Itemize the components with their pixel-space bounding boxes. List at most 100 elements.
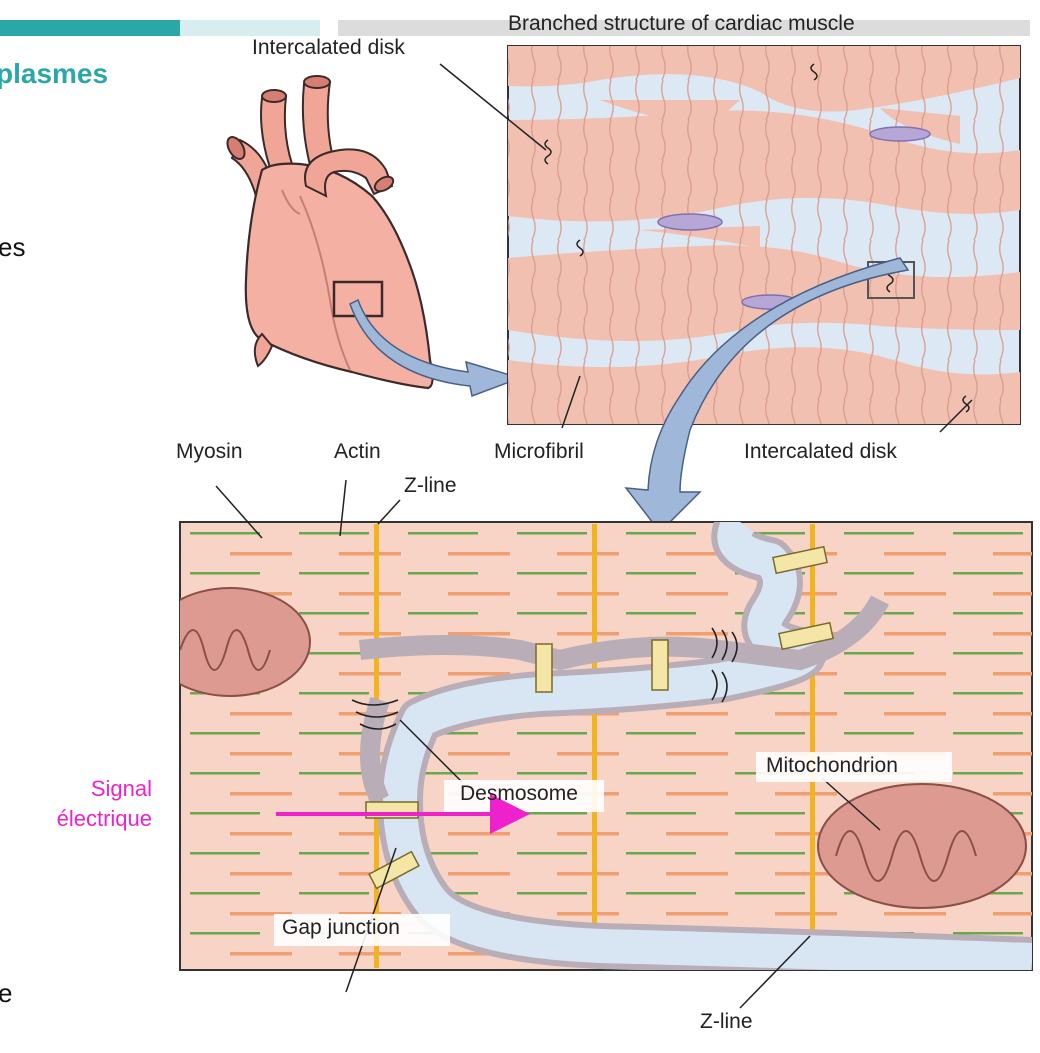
myosin-filament — [230, 832, 292, 836]
myosin-filament — [339, 952, 401, 956]
actin-filament — [735, 812, 805, 815]
myosin-filament — [448, 832, 510, 836]
myosin-filament — [339, 552, 401, 556]
actin-filament — [190, 772, 260, 775]
myosin-filament — [884, 552, 946, 556]
sarcomere-detail-panel — [150, 522, 1040, 970]
myosin-filament — [884, 672, 946, 676]
actin-filament — [844, 652, 914, 655]
myosin-filament — [448, 552, 510, 556]
signal-annotation: Signal électrique — [10, 774, 152, 834]
myosin-filament — [666, 632, 728, 636]
myosin-filament — [666, 712, 728, 716]
myosin-filament — [666, 832, 728, 836]
myosin-filament — [775, 712, 837, 716]
myosin-filament — [666, 752, 728, 756]
label-microfibril: Microfibril — [494, 440, 584, 464]
actin-filament — [408, 572, 478, 575]
myosin-filament — [775, 792, 837, 796]
actin-filament — [517, 612, 587, 615]
actin-filament — [626, 612, 696, 615]
actin-filament — [844, 692, 914, 695]
myosin-filament — [666, 792, 728, 796]
myosin-filament — [339, 632, 401, 636]
myosin-filament — [230, 712, 292, 716]
actin-filament — [299, 732, 369, 735]
actin-filament — [735, 852, 805, 855]
actin-filament — [190, 812, 260, 815]
myosin-filament — [448, 592, 510, 596]
actin-filament — [844, 732, 914, 735]
myosin-filament — [230, 752, 292, 756]
actin-filament — [953, 932, 1023, 935]
actin-filament — [190, 892, 260, 895]
actin-filament — [190, 532, 260, 535]
actin-filament — [626, 532, 696, 535]
myosin-filament — [557, 632, 619, 636]
actin-filament — [517, 772, 587, 775]
myosin-filament — [557, 832, 619, 836]
actin-filament — [299, 612, 369, 615]
label-gap-junction: Gap junction — [282, 916, 400, 940]
actin-filament — [626, 732, 696, 735]
label-myosin: Myosin — [176, 440, 243, 464]
actin-filament — [953, 612, 1023, 615]
myosin-filament — [884, 592, 946, 596]
myosin-filament — [884, 912, 946, 916]
myosin-filament — [557, 592, 619, 596]
actin-filament — [626, 892, 696, 895]
label-z-line-top: Z-line — [404, 474, 457, 498]
label-actin: Actin — [334, 440, 381, 464]
branched-tissue-panel — [508, 46, 1020, 424]
label-z-line-bottom: Z-line — [700, 1010, 753, 1034]
myosin-filament — [230, 792, 292, 796]
actin-filament — [408, 532, 478, 535]
actin-filament — [299, 852, 369, 855]
label-desmosome: Desmosome — [460, 782, 578, 806]
myosin-filament — [230, 872, 292, 876]
label-intercalated-disk-bottom: Intercalated disk — [744, 440, 897, 464]
actin-filament — [626, 812, 696, 815]
actin-filament — [735, 732, 805, 735]
label-intercalated-disk-top: Intercalated disk — [252, 36, 405, 60]
actin-filament — [626, 852, 696, 855]
actin-filament — [517, 732, 587, 735]
label-mitochondrion: Mitochondrion — [766, 754, 898, 778]
actin-filament — [299, 572, 369, 575]
actin-filament — [953, 732, 1023, 735]
myosin-filament — [339, 592, 401, 596]
actin-filament — [190, 932, 260, 935]
actin-filament — [190, 732, 260, 735]
signal-text-line2: électrique — [10, 804, 152, 834]
myosin-filament — [884, 712, 946, 716]
myosin-filament — [666, 592, 728, 596]
myosin-filament — [557, 752, 619, 756]
actin-filament — [517, 852, 587, 855]
myosin-filament — [448, 872, 510, 876]
actin-filament — [517, 812, 587, 815]
actin-filament — [626, 772, 696, 775]
actin-filament — [953, 572, 1023, 575]
myosin-filament — [775, 912, 837, 916]
actin-filament — [735, 892, 805, 895]
myosin-filament — [666, 872, 728, 876]
myosin-filament — [557, 912, 619, 916]
actin-filament — [299, 532, 369, 535]
actin-filament — [517, 892, 587, 895]
myosin-filament — [448, 752, 510, 756]
actin-filament — [299, 772, 369, 775]
actin-filament — [190, 572, 260, 575]
actin-filament — [299, 892, 369, 895]
signal-text-line1: Signal — [10, 774, 152, 804]
myosin-filament — [339, 672, 401, 676]
myosin-filament — [448, 632, 510, 636]
actin-filament — [953, 532, 1023, 535]
actin-filament — [190, 852, 260, 855]
heart-illustration — [224, 76, 433, 388]
actin-filament — [299, 692, 369, 695]
figure-title: Branched structure of cardiac muscle — [508, 12, 855, 36]
actin-filament — [408, 612, 478, 615]
actin-filament — [953, 652, 1023, 655]
actin-filament — [517, 532, 587, 535]
